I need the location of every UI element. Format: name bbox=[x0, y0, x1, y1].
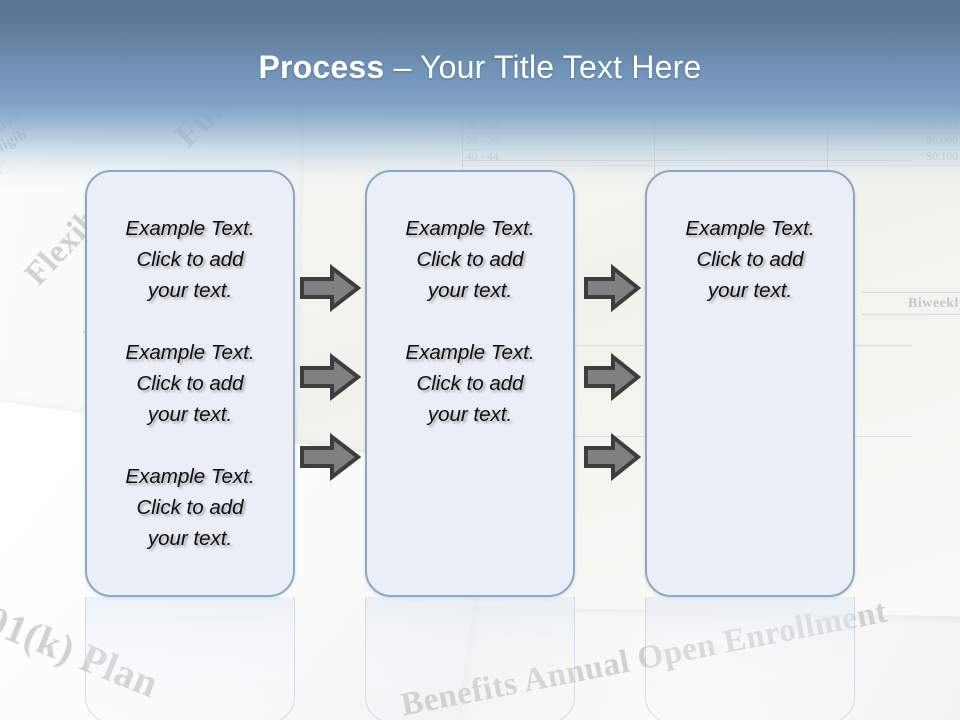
process-box-1-paragraph-1: Example Text. Click to add your text. bbox=[125, 217, 255, 302]
arrow-2-3[interactable] bbox=[583, 433, 641, 481]
process-box-2[interactable]: Example Text. Click to add your text. Ex… bbox=[365, 170, 575, 597]
page-title-bold-part: Process bbox=[258, 49, 385, 85]
process-box-3-paragraph-1: Example Text. Click to add your text. bbox=[685, 217, 815, 302]
background-rate-row: 35 - 39 $0.090 bbox=[462, 134, 960, 150]
arrow-1-2[interactable] bbox=[299, 353, 361, 401]
background-table-hrule-4 bbox=[862, 292, 960, 293]
background-table-hrule-5 bbox=[862, 314, 960, 315]
arrow-2-1[interactable] bbox=[583, 264, 641, 312]
background-rate-value: $0.080 bbox=[926, 119, 958, 131]
background-rate-row: 40 - 44 $0.100 bbox=[462, 150, 960, 166]
process-box-3[interactable]: Example Text. Click to add your text. bbox=[645, 170, 855, 597]
process-box-2-paragraph-2: Example Text. Click to add your text. bbox=[405, 341, 535, 426]
background-rate-table: 30 - 34 $0.080 35 - 39 $0.090 40 - 44 $0… bbox=[462, 118, 960, 166]
background-rate-value: $0.090 bbox=[926, 135, 958, 147]
watermark-biweekly-text: Biweekly bbox=[908, 296, 960, 311]
page-title: Process – Your Title Text Here bbox=[0, 49, 960, 86]
background-rate-range: 40 - 44 bbox=[466, 151, 499, 163]
background-rate-range: 35 - 39 bbox=[466, 135, 499, 147]
process-box-1[interactable]: Example Text. Click to add your text. Ex… bbox=[85, 170, 295, 597]
background-rate-range: 30 - 34 bbox=[466, 119, 499, 131]
process-box-1-paragraph-3: Example Text. Click to add your text. bbox=[125, 465, 255, 550]
background-rate-row: 30 - 34 $0.080 bbox=[462, 118, 960, 134]
arrow-2-2[interactable] bbox=[583, 353, 641, 401]
process-box-1-paragraph-2: Example Text. Click to add your text. bbox=[125, 341, 255, 426]
arrow-1-1[interactable] bbox=[299, 264, 361, 312]
arrow-1-3[interactable] bbox=[299, 433, 361, 481]
background-rate-value: $0.100 bbox=[926, 151, 958, 163]
process-box-2-paragraph-1: Example Text. Click to add your text. bbox=[405, 217, 535, 302]
page-title-rest-part: – Your Title Text Here bbox=[384, 49, 702, 85]
